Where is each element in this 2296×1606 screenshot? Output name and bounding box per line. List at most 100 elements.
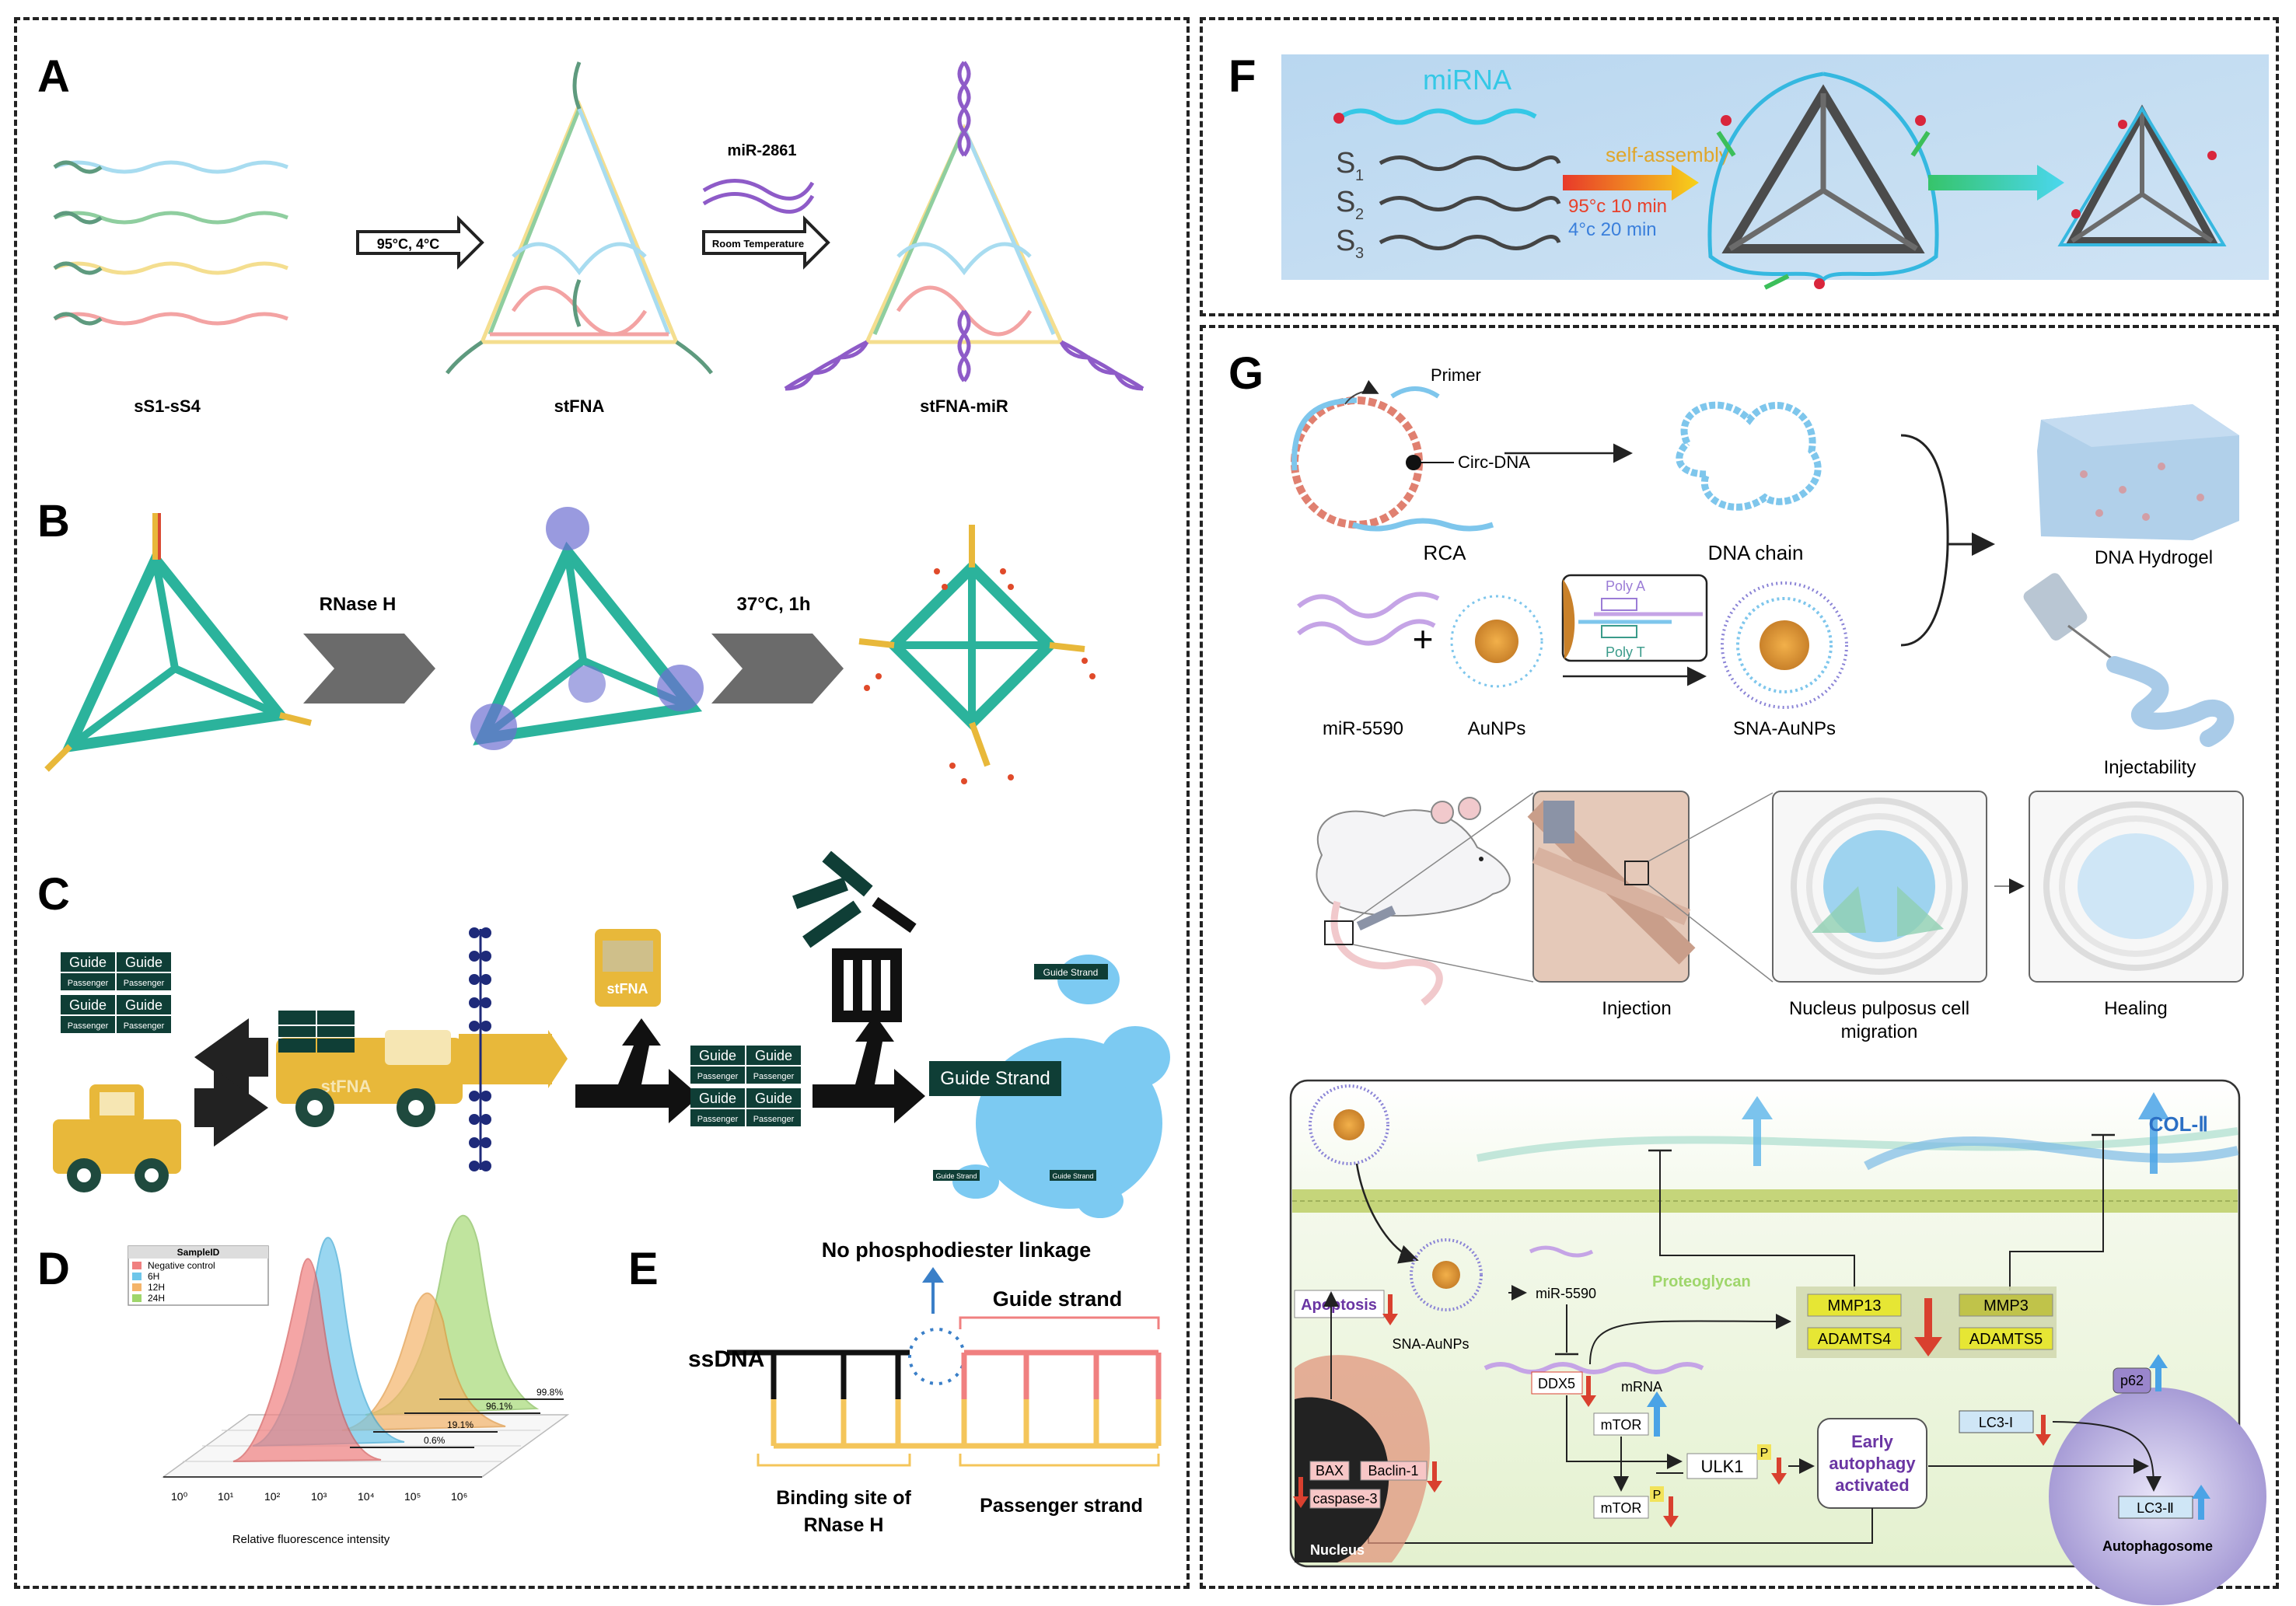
histogram-3d: 99.8% 96.1% 19.1% 0.6% 10⁰ 10¹ 10² 10³ 1… bbox=[161, 1214, 570, 1546]
released-duplex-stack: Guide Guide Passenger Passenger Guide Gu… bbox=[690, 1046, 801, 1126]
sna-label: SNA-AuNPs bbox=[1392, 1336, 1469, 1352]
legend-item: Negative control bbox=[148, 1260, 215, 1271]
heat-arrow-label: 95°C, 4°C bbox=[377, 236, 439, 252]
panel-b-letter: B bbox=[37, 496, 70, 546]
mmp13-label: MMP13 bbox=[1828, 1297, 1882, 1314]
p62-label: p62 bbox=[2120, 1373, 2144, 1388]
self-assembly-label: self-assembly bbox=[1606, 143, 1729, 166]
flow-legend: SampleID Negative control 6H 12H 24H bbox=[128, 1245, 269, 1306]
exchange-arrows-icon bbox=[194, 1018, 268, 1147]
injection-label: Injection bbox=[1602, 998, 1671, 1019]
guide-label: Guide bbox=[125, 997, 163, 1013]
tfna-with-rnase bbox=[470, 507, 704, 750]
apoptosis-label: Apoptosis bbox=[1301, 1297, 1377, 1314]
guide-strand-tag-small bbox=[933, 1170, 980, 1181]
s-strands bbox=[1379, 155, 1561, 250]
legend-swatch bbox=[132, 1273, 142, 1280]
up-arrow-icon bbox=[922, 1267, 944, 1314]
passenger-strand-label: Passenger strand bbox=[980, 1495, 1143, 1517]
legend-item: 24H bbox=[148, 1293, 165, 1304]
passenger-label: Passenger bbox=[753, 1115, 795, 1124]
panel-f-frame bbox=[1200, 17, 2279, 316]
circ-dna-label: Circ-DNA bbox=[1458, 452, 1530, 472]
dna-hydrogel-label: DNA Hydrogel bbox=[2095, 547, 2213, 568]
proteoglycan-label: Proteoglycan bbox=[1652, 1273, 1751, 1290]
beclin-label: Baclin-1 bbox=[1368, 1463, 1418, 1479]
guide-label: Guide bbox=[69, 997, 107, 1013]
healing-label: Healing bbox=[2104, 998, 2167, 1019]
col2-label: COL-Ⅱ bbox=[2149, 1112, 2208, 1136]
xtick: 10⁰ bbox=[171, 1490, 188, 1503]
panel-g-frame bbox=[1200, 325, 2279, 1589]
mirna-label: miR-2861 bbox=[728, 142, 797, 159]
merge-bracket bbox=[1900, 434, 1949, 647]
panel-a-letter: A bbox=[37, 51, 70, 102]
s1-label: S bbox=[1336, 147, 1355, 180]
ulk1-label: ULK1 bbox=[1700, 1457, 1743, 1476]
mtor1-label: mTOR bbox=[1601, 1417, 1642, 1433]
guide-strand-tag-label: Guide Strand bbox=[1043, 967, 1099, 978]
bax-label: BAX bbox=[1316, 1463, 1344, 1479]
small-truck-label: stFNA bbox=[607, 981, 648, 997]
guide-strand-tag-label: Guide Strand bbox=[935, 1172, 977, 1180]
caption-tfna: stFNA bbox=[554, 396, 605, 416]
guide-label: Guide bbox=[699, 1091, 736, 1106]
pathway-diagram: Proteoglycan MMP13 ADAMTS4 MMP3 ADAMTS5 … bbox=[1289, 1079, 2266, 1605]
passenger-label: Passenger bbox=[697, 1072, 739, 1081]
cell-membrane bbox=[459, 927, 568, 1171]
injectability-label: Injectability bbox=[2104, 757, 2196, 778]
mirna-title: miRNA bbox=[1423, 64, 1511, 96]
lc3ii-label: LC3-Ⅱ bbox=[2137, 1500, 2174, 1516]
early-label-1: Early bbox=[1851, 1432, 1894, 1451]
passenger-label: Passenger bbox=[753, 1072, 795, 1081]
passenger-label: Passenger bbox=[68, 979, 109, 988]
early-label-3: activated bbox=[1835, 1475, 1909, 1495]
caption-strands: sS1-sS4 bbox=[134, 396, 201, 416]
caption-complex: stFNA-miR bbox=[920, 396, 1008, 416]
temp-time-arrow: 37°C, 1h bbox=[711, 594, 844, 703]
sna-aunps-label: SNA-AuNPs bbox=[1733, 718, 1836, 739]
pct-12h: 96.1% bbox=[486, 1401, 512, 1412]
panel-d-letter: D bbox=[37, 1244, 70, 1294]
tfna-mir-complex bbox=[784, 61, 1145, 391]
s3-label: S bbox=[1336, 225, 1355, 257]
rnase-h-arrow: RNase H bbox=[303, 594, 435, 703]
guide-strand-tag-large bbox=[929, 1061, 1061, 1096]
early-label-2: autophagy bbox=[1829, 1454, 1916, 1473]
mir-path-label: miR-5590 bbox=[1536, 1286, 1596, 1301]
plus-sign: + bbox=[1413, 619, 1434, 659]
xtick: 10⁶ bbox=[451, 1490, 467, 1503]
injection-image bbox=[1527, 791, 1696, 983]
tfna-cleaved bbox=[858, 525, 1096, 784]
aunps-label: AuNPs bbox=[1468, 718, 1526, 739]
lc3i-label: LC3-Ⅰ bbox=[1979, 1415, 2013, 1430]
tfna-with-hybrids bbox=[44, 513, 312, 772]
empty-truck-icon bbox=[53, 1084, 181, 1192]
single-strands bbox=[53, 160, 288, 326]
dna-chain-label: DNA chain bbox=[1708, 541, 1804, 564]
np-cell-label-1: Nucleus pulposus cell bbox=[1789, 998, 1969, 1019]
nucleus-label: Nucleus bbox=[1310, 1542, 1365, 1558]
poly-a-label: Poly A bbox=[1606, 578, 1645, 594]
xtick: 10⁴ bbox=[358, 1490, 375, 1503]
s1-sub: 1 bbox=[1355, 167, 1364, 184]
legend-swatch bbox=[132, 1283, 142, 1291]
mirna-strand bbox=[1340, 108, 1537, 125]
guide-strand-tag-small bbox=[1034, 964, 1108, 979]
mrna-label: mRNA bbox=[1621, 1379, 1662, 1395]
passenger-label: Passenger bbox=[124, 979, 165, 988]
ddx5-label: DDX5 bbox=[1538, 1376, 1575, 1391]
autophagosome-label: Autophagosome bbox=[2102, 1538, 2213, 1554]
guide-label: Guide bbox=[755, 1091, 792, 1106]
guide-label: Guide bbox=[69, 955, 107, 970]
mtor-p-label: P bbox=[1653, 1489, 1662, 1502]
mir5590-strand bbox=[1297, 619, 1436, 646]
s2-sub: 2 bbox=[1355, 206, 1364, 223]
rat-illustration bbox=[1316, 797, 1511, 1006]
sna-aunp-icon bbox=[1721, 581, 1848, 709]
mmp3-label: MMP3 bbox=[1983, 1297, 2029, 1314]
passenger-label: Passenger bbox=[124, 1021, 165, 1031]
poly-inset: Poly A Poly T bbox=[1561, 574, 1708, 662]
s2-label: S bbox=[1336, 186, 1355, 218]
